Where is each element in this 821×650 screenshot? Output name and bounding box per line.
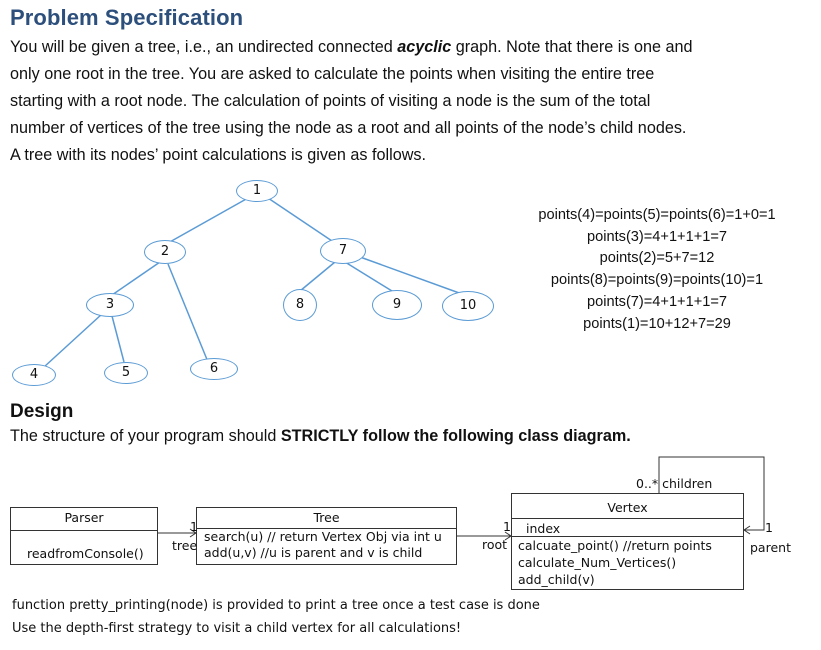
calc-line: points(4)=points(5)=points(6)=1+0=1 [538, 207, 776, 223]
tree-node-9: 9 [372, 290, 422, 320]
spec-acyclic: acyclic [397, 38, 452, 56]
edge-3-5 [111, 315, 125, 363]
edge-1-7 [267, 197, 336, 244]
tree-node-2: 2 [144, 240, 186, 264]
calc-line: points(8)=points(9)=points(10)=1 [550, 272, 764, 289]
spec-line-5: A tree with its nodes’ point calculation… [10, 146, 426, 164]
tree-edges [43, 197, 463, 368]
tree-vertex-multiplicity: 1 [503, 519, 511, 534]
edge-2-6 [167, 263, 209, 363]
parser-divider [11, 530, 157, 531]
tree-node-5: 5 [104, 362, 148, 384]
calc-line: points(3)=4+1+1+1=7 [587, 228, 727, 245]
vertex-class: Vertex index calcuate_point() //return p… [511, 493, 744, 590]
design-text: The structure of your program should STR… [10, 423, 631, 450]
vertex-method-add: add_child(v) [518, 572, 595, 587]
tree-node-7: 7 [320, 238, 366, 264]
edge-1-2 [167, 197, 249, 244]
self-assoc-arrow [743, 525, 751, 535]
tree-divider [197, 528, 456, 529]
spec-line-3: starting with a root node. The calculati… [10, 92, 651, 110]
tree-node-6: 6 [190, 358, 238, 380]
tree-vertex-role: root [482, 537, 508, 552]
parser-tree-multiplicity: 1 [190, 519, 198, 534]
edge-7-10 [359, 256, 463, 295]
design-text-b: STRICTLY follow the following class diag… [280, 427, 631, 445]
tree-node-8: 8 [283, 289, 317, 321]
design-heading: Design [10, 401, 74, 422]
children-label: 0..* children [636, 476, 713, 491]
parser-tree-role: tree [172, 538, 198, 553]
points-calculations: points(4)=points(5)=points(6)=1+0=1 poin… [512, 205, 802, 335]
page-title: Problem Specification [10, 5, 244, 30]
class-diagram-connectors [158, 456, 765, 541]
note-pretty-printing: function pretty_printing(node) is provid… [12, 598, 540, 613]
spec-line-1a: You will be given a tree, i.e., an undir… [10, 38, 398, 56]
parser-class: Parser readfromConsole() [10, 507, 158, 565]
parser-method: readfromConsole() [27, 546, 144, 561]
spec-paragraph: You will be given a tree, i.e., an undir… [10, 34, 692, 169]
edge-7-9 [344, 261, 393, 292]
note-depth-first: Use the depth-first strategy to visit a … [12, 621, 462, 636]
tree-node-3: 3 [86, 293, 134, 317]
tree-method-add: add(u,v) //u is parent and v is child [204, 545, 423, 560]
calc-line: points(1)=10+12+7=29 [583, 315, 731, 332]
edge-2-3 [111, 261, 161, 296]
vertex-field-index: index [526, 521, 561, 536]
vertex-divider-2 [512, 536, 743, 537]
tree-node-1: 1 [236, 180, 278, 202]
spec-line-4: number of vertices of the tree using the… [10, 119, 687, 137]
edge-3-4 [43, 313, 103, 368]
tree-class: Tree search(u) // return Vertex Obj via … [196, 507, 457, 565]
spec-line-1c: graph. Note that there is one and [451, 38, 693, 56]
calc-line: points(7)=4+1+1+1=7 [587, 293, 727, 310]
edge-7-8 [299, 261, 336, 292]
tree-node-4: 4 [12, 364, 56, 386]
vertex-divider-1 [512, 518, 743, 519]
parent-role: parent [750, 540, 791, 555]
tree-class-name: Tree [313, 510, 340, 525]
vertex-method-point: calcuate_point() //return points [518, 538, 712, 553]
spec-line-2: only one root in the tree. You are asked… [10, 65, 655, 83]
tree-method-search: search(u) // return Vertex Obj via int u [204, 529, 442, 544]
design-text-a: The structure of your program should [10, 427, 281, 445]
parser-class-name: Parser [64, 510, 104, 525]
calc-line: points(2)=5+7=12 [599, 250, 715, 267]
vertex-class-name: Vertex [607, 500, 648, 515]
self-assoc-vertex [658, 456, 765, 531]
tree-node-10: 10 [442, 291, 494, 321]
spec-line-1: You will be given a tree, i.e., an undir… [10, 34, 692, 61]
vertex-method-num: calculate_Num_Vertices() [518, 555, 677, 570]
parent-multiplicity: 1 [765, 520, 773, 535]
